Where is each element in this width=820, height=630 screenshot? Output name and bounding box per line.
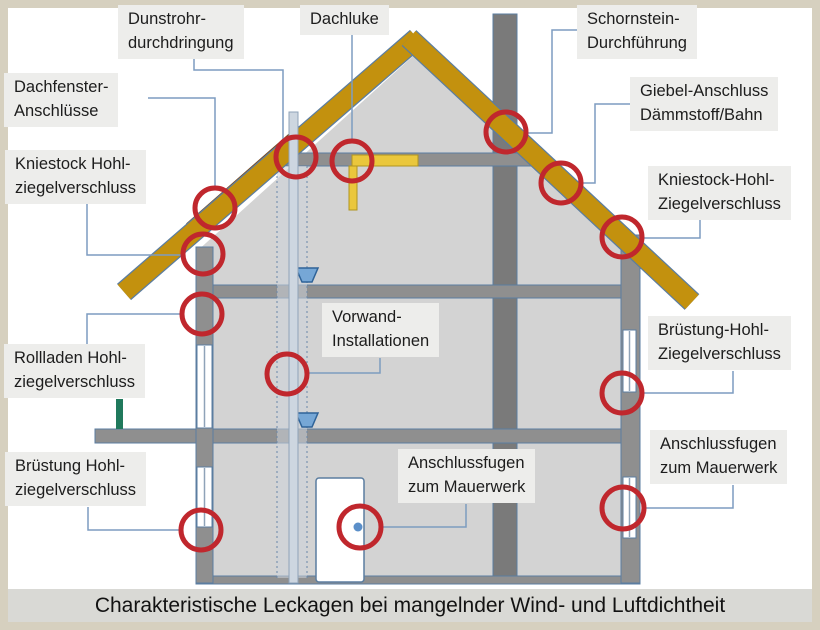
leader-line-giebel (581, 103, 630, 184)
label-bruestung-links: Brüstung Hohl- ziegelverschluss (5, 452, 147, 506)
leak-marker-dachfenster (192, 185, 238, 231)
label-vorwand-installationen: Vorwand- Installationen (322, 303, 440, 357)
leak-marker-anschlussfugen-mitte (336, 503, 384, 551)
label-dachfenster-anschluesse: Dachfenster- Anschlüsse (4, 73, 119, 127)
label-bruestung-rechts: Brüstung-Hohl- Ziegelverschluss (648, 316, 791, 370)
label-kniestock-links: Kniestock Hohl- ziegelverschluss (5, 150, 147, 204)
label-kniestock-rechts: Kniestock-Hohl- Ziegelverschluss (648, 166, 791, 220)
leak-marker-dachluke (329, 138, 375, 184)
label-schornstein-durchfuehrung: Schornstein- Durchführung (577, 5, 697, 59)
railing-post (116, 399, 123, 429)
leak-marker-schornstein (483, 109, 529, 155)
leader-line-dunstrohr (193, 58, 284, 141)
leader-line-rollladen (86, 313, 181, 344)
leak-marker-bruestung-rechts (599, 370, 645, 416)
upper-floor-slab (195, 284, 641, 299)
drain-funnel-upper (294, 267, 320, 283)
leak-marker-vorwand (264, 351, 310, 397)
leader-line-kniestock-rechts (643, 220, 701, 239)
leader-line-anschlussfugen-rechts (645, 485, 734, 509)
leader-line-bruestung-links (87, 507, 180, 531)
leader-line-schornstein (527, 29, 577, 134)
leader-line-bruestung-rechts (644, 371, 734, 394)
ground-slab (195, 575, 641, 585)
leader-line-anschlussfugen-mitte (382, 504, 467, 528)
leak-marker-anschlussfugen-rechts (599, 484, 647, 532)
leak-marker-rollladen (179, 291, 225, 337)
leak-marker-bruestung-links (178, 507, 224, 553)
label-rollladen: Rollladen Hohl- ziegelverschluss (4, 344, 146, 398)
label-dunstrohrdurchdringung: Dunstrohr- durchdringung (118, 5, 244, 59)
leader-line-vorwand (308, 358, 381, 374)
label-giebel-anschluss: Giebel-Anschluss Dämmstoff/Bahn (630, 77, 779, 131)
drain-funnel-lower (294, 412, 320, 428)
label-anschlussfugen-rechts: Anschlussfugen zum Mauerwerk (650, 430, 788, 484)
vent-pipe (288, 111, 299, 584)
leak-marker-dunstrohr (273, 134, 319, 180)
roof-left (117, 30, 424, 300)
roof-right (402, 31, 699, 309)
leak-marker-kniestock-links (180, 231, 226, 277)
label-dachluke: Dachluke (300, 5, 389, 35)
leader-line-dachfenster (148, 97, 216, 188)
attic-hatch (351, 154, 419, 167)
leak-marker-kniestock-rechts (599, 214, 645, 260)
diagram-title: Charakteristische Leckagen bei mangelnde… (8, 589, 812, 622)
attic-hatch-door (348, 165, 358, 211)
label-anschlussfugen-mitte: Anschlussfugen zum Mauerwerk (398, 449, 536, 503)
leak-marker-giebel (538, 160, 584, 206)
door-knob (353, 522, 363, 532)
leader-line-kniestock-links (86, 204, 183, 256)
mid-floor-slab-balcony (94, 428, 641, 444)
